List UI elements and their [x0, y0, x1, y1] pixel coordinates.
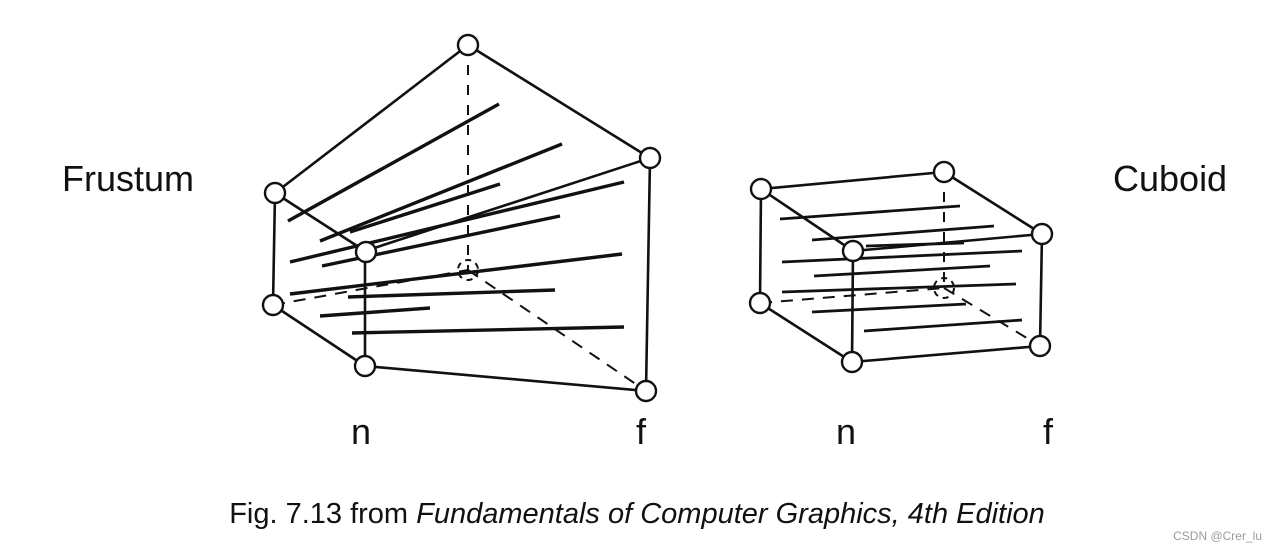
cuboid-shape — [748, 160, 1054, 374]
frustum-vertex — [638, 146, 662, 170]
frustum-near-plane-label: n — [351, 411, 372, 452]
cuboid-vertex — [1030, 222, 1054, 246]
cuboid-vertex — [932, 160, 956, 184]
frustum-vertex — [353, 354, 377, 378]
cuboid-hidden-vertex — [933, 277, 955, 299]
frustum-edge-near-bottom — [271, 303, 367, 368]
cuboid-vertex — [1028, 334, 1052, 358]
cuboid-vertex — [841, 239, 865, 263]
cuboid-edge-bottom — [850, 344, 1042, 364]
frustum-hidden-vertex — [457, 259, 479, 281]
frustum-label: Frustum — [62, 158, 195, 199]
frustum-edge-top-right — [466, 43, 652, 160]
cuboid-edge-front-top — [851, 232, 1044, 253]
frustum-vertex — [263, 181, 287, 205]
cuboid-vertex — [840, 350, 864, 374]
frustum-hidden-bottom-edge — [467, 269, 647, 392]
caption-book-title: Fundamentals of Computer Graphics, 4th E… — [416, 498, 1045, 530]
frustum-edge-near-left — [271, 191, 277, 307]
frustum-edge-far-right — [644, 156, 652, 393]
frustum-edge-bottom — [363, 364, 648, 393]
frustum-vertex — [634, 379, 658, 403]
cuboid-vertex — [749, 177, 773, 201]
figure-caption: Fig. 7.13 from Fundamentals of Computer … — [0, 500, 1274, 529]
cuboid-edge-back-top — [759, 170, 946, 191]
cuboid-label: Cuboid — [1113, 158, 1228, 199]
cuboid-hidden-bottom-edge — [943, 287, 1041, 347]
frustum-far-plane-label: f — [636, 411, 647, 452]
frustum-edge-near-front-top — [363, 156, 652, 253]
frustum-shape — [261, 33, 662, 403]
cuboid-vertex — [748, 291, 772, 315]
cuboid-far-plane-label: f — [1043, 411, 1054, 452]
watermark: CSDN @Crer_lu — [1173, 529, 1262, 543]
cuboid-edge-near-left — [758, 187, 763, 305]
caption-prefix: Fig. 7.13 from — [229, 498, 417, 530]
frustum-vertex — [354, 240, 378, 264]
cuboid-near-plane-label: n — [836, 411, 857, 452]
cuboid-edge-near-right — [850, 249, 855, 364]
frustum-vertex — [456, 33, 480, 57]
cuboid-edge-top-right — [942, 170, 1044, 236]
cuboid-edge-far-right — [1038, 232, 1044, 348]
frustum-vertex — [261, 293, 285, 317]
frustum-depth-lines — [287, 102, 625, 335]
cuboid-edge-near-bottom — [758, 301, 854, 364]
frustum-edge-near-top — [273, 191, 367, 253]
cuboid-edge-near-top — [759, 187, 855, 253]
frustum-edge-top-left — [273, 43, 470, 195]
